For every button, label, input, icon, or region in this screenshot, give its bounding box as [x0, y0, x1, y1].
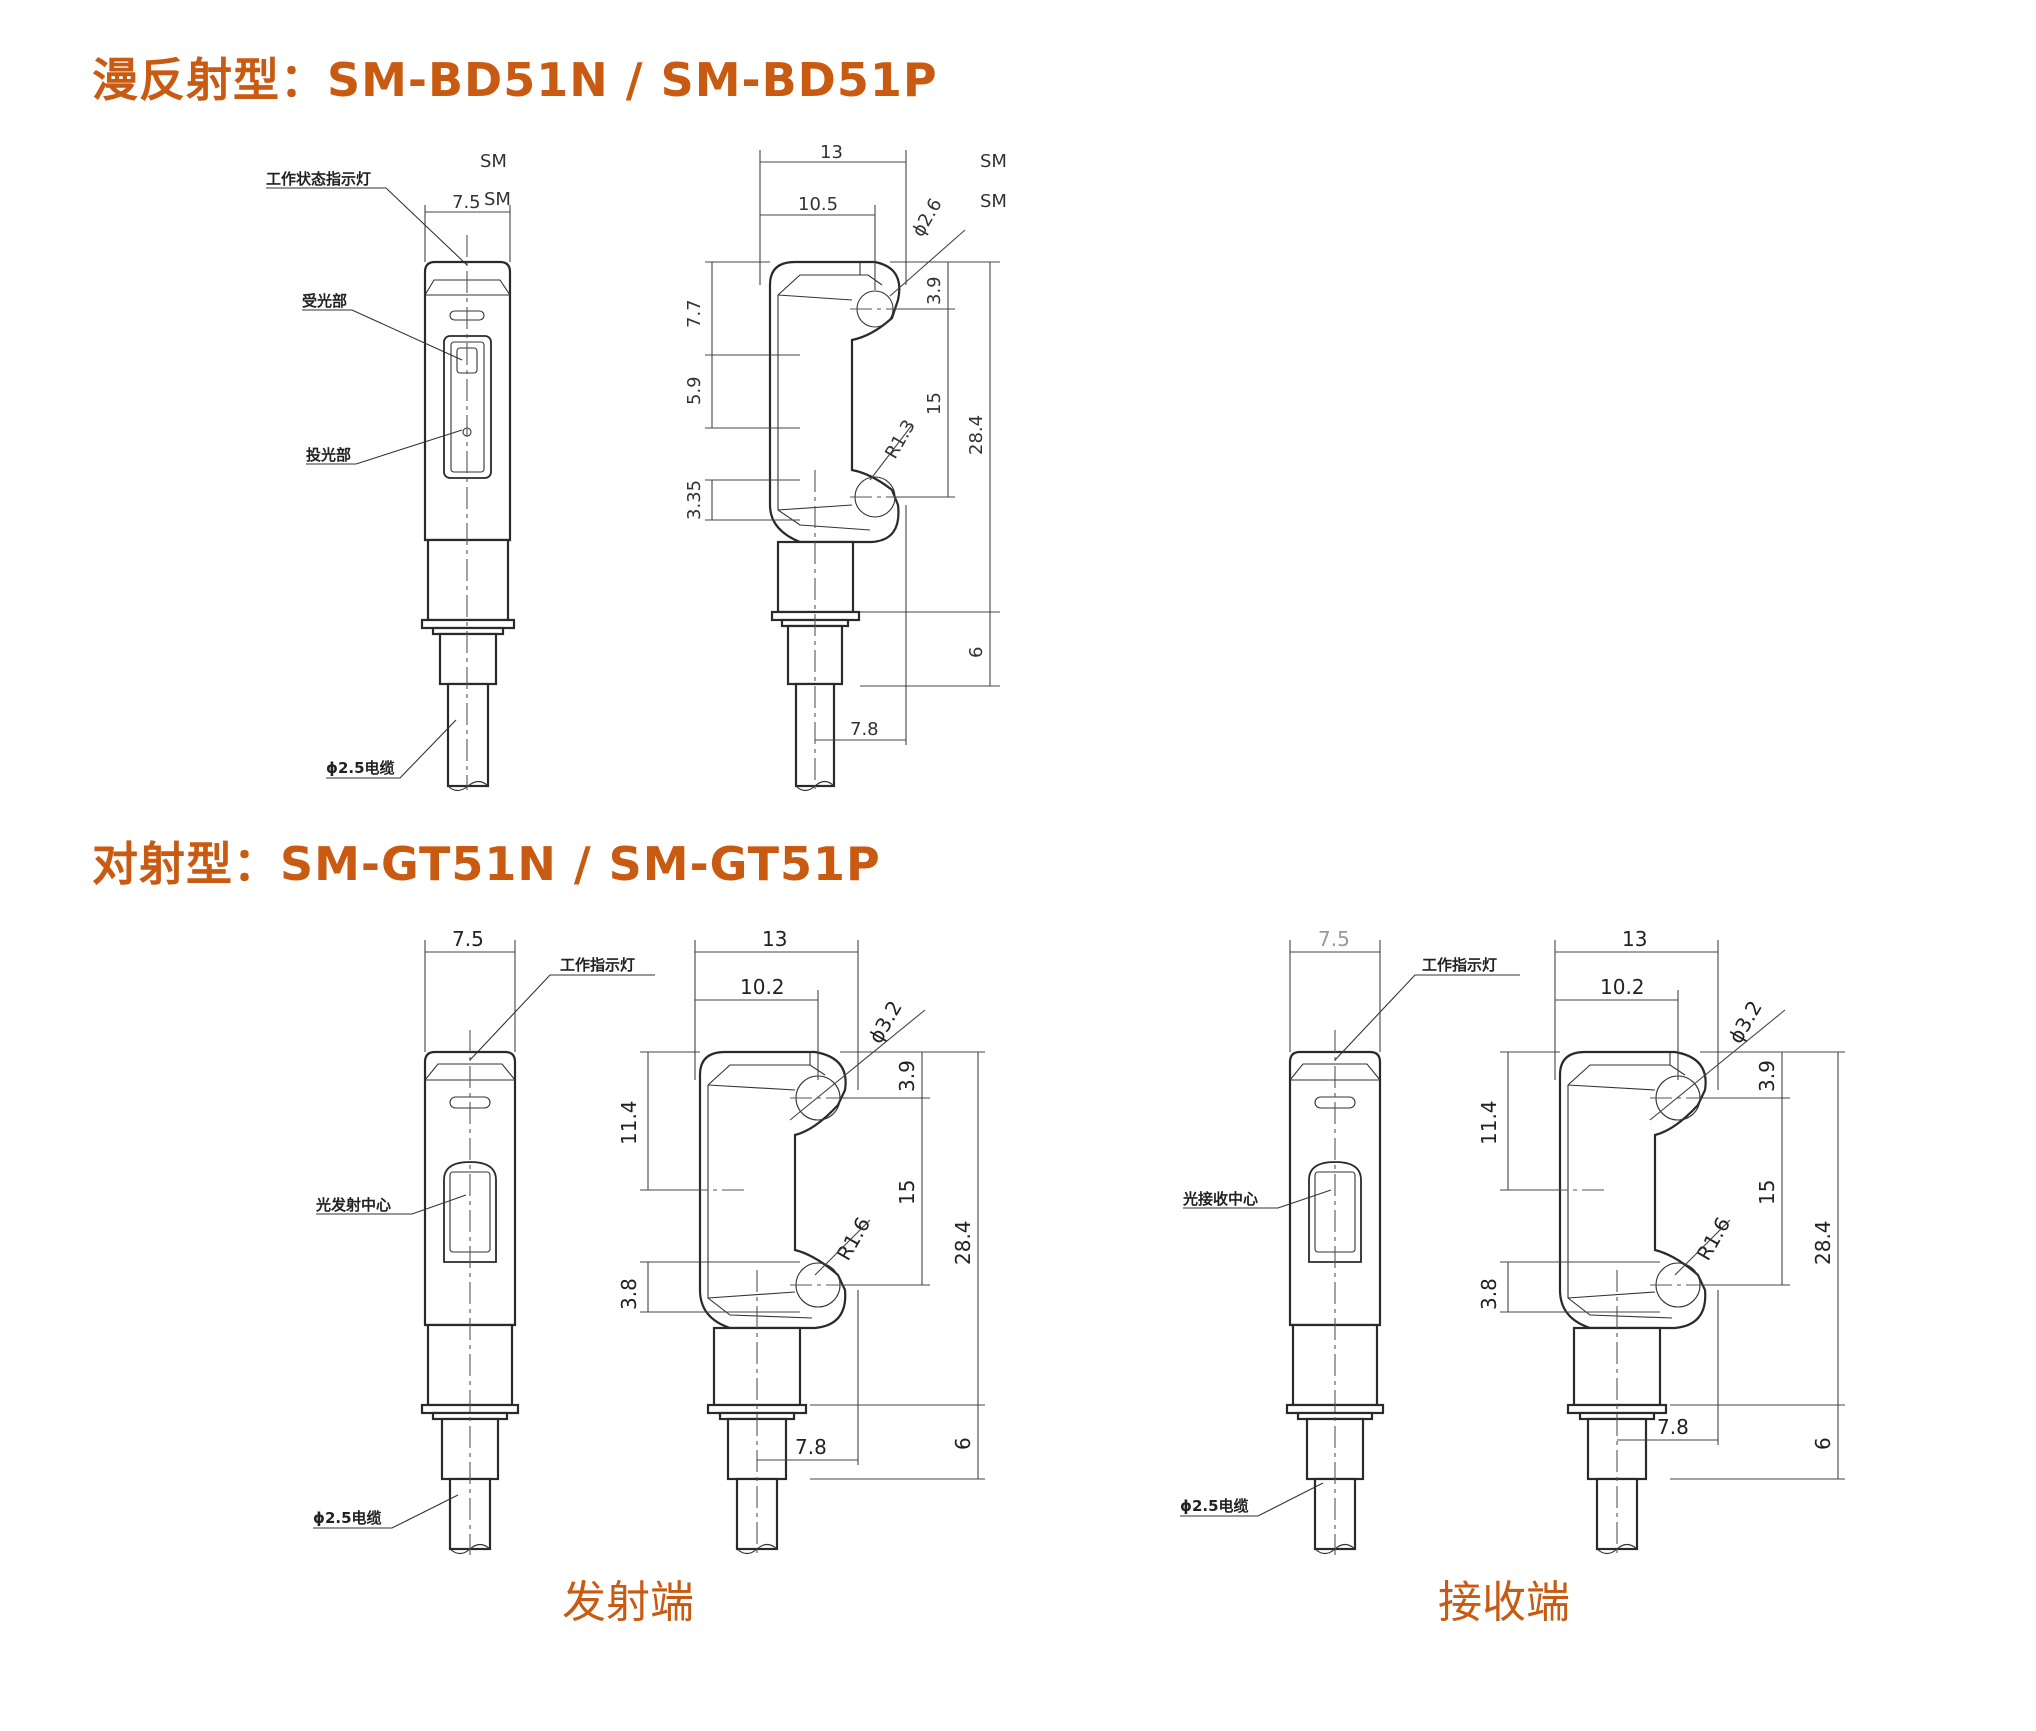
diffuse-side-view: 13 10.5 SM SM ϕ2.6 7.7 5.9 3.35 3.9 15 2… [684, 142, 1007, 792]
dim-7-7: 7.7 [684, 299, 705, 328]
dim-3-35: 3.35 [684, 480, 705, 520]
receiver-front-view: 7.5 工作指示灯 光接收中心 ϕ2.5电缆 [1180, 927, 1520, 1555]
dim-15: 15 [895, 1180, 919, 1205]
dim-3-8: 3.8 [1477, 1278, 1501, 1310]
dim-13: 13 [762, 927, 787, 951]
dim-3-9: 3.9 [1755, 1060, 1779, 1092]
dim-13: 13 [1622, 927, 1647, 951]
dim-11-4: 11.4 [617, 1100, 641, 1145]
label-emitter: 投光部 [306, 446, 351, 464]
emitter-front-view: 7.5 工作指示灯 光发射中心 ϕ2.5电缆 [313, 927, 655, 1555]
label-receiver: 受光部 [302, 292, 347, 310]
dim-28-4: 28.4 [966, 415, 987, 455]
model-tag: SM [980, 191, 1007, 212]
label-indicator: 工作指示灯 [1422, 956, 1497, 974]
emitter-side-view: 13 10.2 ϕ3.2 11.4 3.8 3.9 15 28.4 6 R1.6 [617, 927, 985, 1555]
dim-width: 7.5 [1318, 927, 1350, 951]
dim-10-2: 10.2 [1600, 975, 1645, 999]
dim-width: 7.5 [452, 192, 481, 213]
dim-6: 6 [1811, 1437, 1835, 1450]
dim-15: 15 [924, 392, 945, 415]
dim-11-4: 11.4 [1477, 1100, 1501, 1145]
dim-28-4: 28.4 [1811, 1220, 1835, 1265]
label-cable: ϕ2.5电缆 [326, 759, 395, 777]
dim-3-9: 3.9 [924, 276, 945, 305]
dim-13: 13 [820, 142, 843, 163]
emitter-caption: 发射端 [562, 1577, 694, 1628]
through-beam-heading: 对射型：SM-GT51N / SM-GT51P [92, 837, 881, 891]
dim-7-8: 7.8 [1657, 1415, 1689, 1439]
dim-7-8: 7.8 [850, 719, 879, 740]
dim-10-2: 10.2 [740, 975, 785, 999]
diffuse-front-view: 7.5 SM SM 工作状态指示灯 受光部 投光部 ϕ2.5电缆 [266, 151, 516, 792]
dim-28-4: 28.4 [951, 1220, 975, 1265]
model-tag: SM [980, 151, 1007, 172]
dim-hole: ϕ2.6 [908, 195, 946, 241]
dim-7-8: 7.8 [795, 1435, 827, 1459]
dim-6: 6 [951, 1437, 975, 1450]
label-indicator: 工作状态指示灯 [266, 170, 371, 188]
diffuse-heading: 漫反射型：SM-BD51N / SM-BD51P [92, 53, 938, 107]
dim-6: 6 [966, 647, 987, 658]
dim-10-5: 10.5 [798, 194, 838, 215]
dim-15: 15 [1755, 1180, 1779, 1205]
label-center: 光接收中心 [1182, 1190, 1258, 1208]
receiver-side-view: 13 10.2 ϕ3.2 11.4 3.8 3.9 15 28.4 6 R1.6 [1477, 927, 1845, 1555]
dim-3-8: 3.8 [617, 1278, 641, 1310]
label-cable: ϕ2.5电缆 [1180, 1497, 1249, 1515]
label-cable: ϕ2.5电缆 [313, 1509, 382, 1527]
dim-hole: ϕ3.2 [1724, 997, 1767, 1048]
dim-3-9: 3.9 [895, 1060, 919, 1092]
receiver-caption: 接收端 [1438, 1577, 1570, 1628]
dim-5-9: 5.9 [684, 376, 705, 405]
dim-hole: ϕ3.2 [864, 997, 907, 1048]
model-tag: SM [484, 189, 511, 210]
label-indicator: 工作指示灯 [560, 956, 635, 974]
dim-width: 7.5 [452, 927, 484, 951]
model-tag: SM [480, 151, 507, 172]
label-center: 光发射中心 [315, 1196, 391, 1214]
